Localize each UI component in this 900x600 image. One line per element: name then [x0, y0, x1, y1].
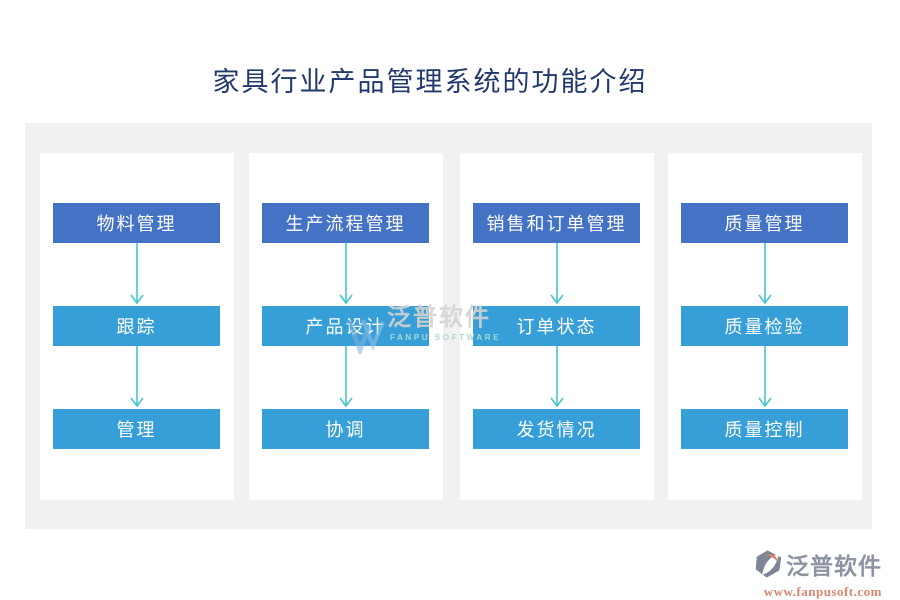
flow-column-production: 生产流程管理 产品设计 协调: [249, 153, 443, 500]
page-title: 家具行业产品管理系统的功能介绍: [212, 67, 648, 97]
footer-brand-text: 泛普软件: [786, 552, 882, 579]
flow-step-box: 协调: [262, 409, 429, 449]
flow-step-box: 质量控制: [681, 409, 848, 449]
footer-url-text: www.fanpusoft.com: [763, 584, 882, 599]
flow-column-materials: 物料管理 跟踪 管理: [40, 153, 234, 500]
flow-step-box: 发货情况: [473, 409, 640, 449]
arrow-down-icon: [338, 243, 354, 306]
flow-step-box: 订单状态: [473, 306, 640, 346]
flow-step-box: 管理: [53, 409, 220, 449]
flow-step-box: 跟踪: [53, 306, 220, 346]
arrow-down-icon: [757, 346, 773, 409]
arrow-down-icon: [757, 243, 773, 306]
fanpu-logo: 泛普软件 www.fanpusoft.com: [754, 549, 882, 598]
arrow-down-icon: [549, 346, 565, 409]
flow-column-quality: 质量管理 质量检验 质量控制: [668, 153, 862, 500]
flow-step-box: 质量检验: [681, 306, 848, 346]
arrow-down-icon: [338, 346, 354, 409]
flow-header-box: 质量管理: [681, 203, 848, 243]
flow-step-box: 产品设计: [262, 306, 429, 346]
flow-header-box: 物料管理: [53, 203, 220, 243]
flow-column-sales-orders: 销售和订单管理 订单状态 发货情况: [460, 153, 654, 500]
flow-header-box: 销售和订单管理: [473, 203, 640, 243]
arrow-down-icon: [129, 346, 145, 409]
arrow-down-icon: [549, 243, 565, 306]
fanpu-logo-icon: [754, 549, 783, 583]
diagram-panel: 物料管理 跟踪 管理 生产流程管理 产品设计 协调 销售和订单管理 订单状态 发…: [25, 123, 872, 529]
arrow-down-icon: [129, 243, 145, 306]
flow-header-box: 生产流程管理: [262, 203, 429, 243]
